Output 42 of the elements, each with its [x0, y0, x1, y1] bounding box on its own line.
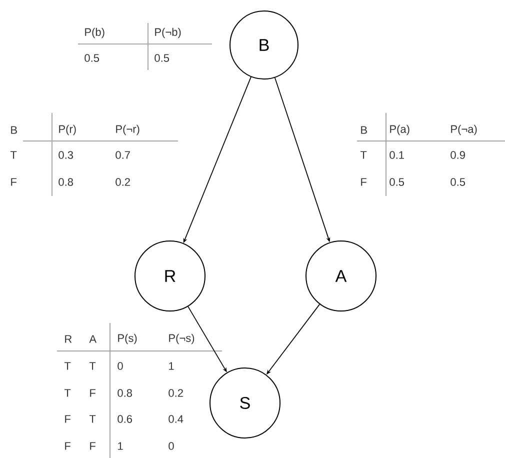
table-cell: 0.8 — [58, 178, 73, 186]
table-cell: P(¬r) — [116, 124, 140, 136]
table-cell: 1 — [118, 442, 123, 450]
table-cell: R — [65, 335, 72, 343]
table-cell: 0.1 — [390, 151, 404, 159]
table-cell: T — [89, 415, 96, 423]
table-cell: F — [65, 415, 70, 423]
table-cell: 0 — [168, 442, 174, 450]
table-cell: P(r) — [59, 124, 76, 136]
table-cell: 0.8 — [118, 389, 132, 397]
table-cell: 0.2 — [168, 389, 183, 397]
table-cell: F — [90, 442, 96, 450]
table-cell: 0.5 — [84, 54, 100, 62]
table-cell: 0.7 — [116, 151, 130, 159]
table-cell: B — [361, 126, 367, 134]
table-cell: P(b) — [85, 28, 104, 38]
table-cell: 0.3 — [58, 151, 73, 159]
table-cell: T — [64, 362, 71, 370]
table-cell: 0 — [118, 362, 123, 370]
table-cell: P(¬a) — [451, 124, 477, 136]
table-cell: F — [11, 178, 16, 186]
table-cell: P(¬s) — [169, 334, 194, 344]
table-cell: 0.5 — [390, 178, 404, 186]
table-cell: B — [11, 126, 17, 134]
table-cell: T — [360, 151, 367, 159]
table-cell: 0.2 — [116, 178, 130, 186]
table-cell: T — [89, 362, 96, 370]
table-cell: P(s) — [118, 334, 137, 344]
table-cell: A — [89, 335, 96, 343]
table-cell: 0.5 — [154, 54, 170, 62]
table-cell: T — [10, 151, 17, 159]
table-cell: F — [65, 442, 70, 450]
table-cell: P(¬b) — [155, 28, 181, 38]
table-cell: T — [64, 389, 71, 397]
table-cell: F — [361, 178, 366, 186]
table-cell: 0.4 — [168, 415, 184, 423]
table-cell: F — [90, 389, 96, 397]
table-cell: 0.5 — [450, 178, 466, 186]
table-cell: 0.9 — [450, 151, 465, 159]
table-cell: 1 — [169, 362, 174, 370]
table-cell: P(a) — [390, 124, 410, 136]
table-cell: 0.6 — [118, 415, 132, 423]
